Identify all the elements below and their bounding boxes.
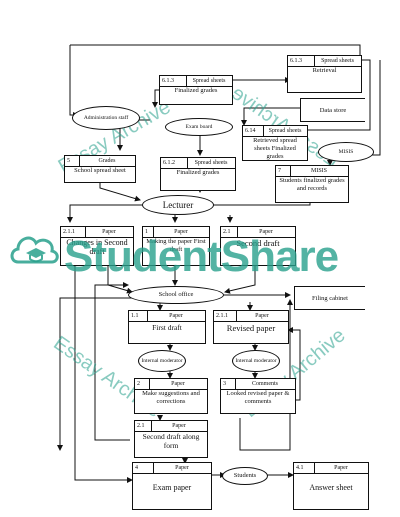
process-kind: Paper bbox=[169, 313, 183, 319]
process-id: 4 bbox=[135, 465, 138, 471]
process-id: 4.1 bbox=[296, 465, 304, 471]
process-6-1-3-finalized-grades: 6.1.3 Spread sheets Finalized grades bbox=[159, 75, 233, 105]
process-id: 2.1 bbox=[223, 229, 231, 235]
process-text: Students finalized grades and records bbox=[279, 177, 345, 192]
school-office-entity: School office bbox=[128, 286, 224, 304]
process-id: 1 bbox=[145, 229, 148, 235]
process-5-grades: 5 Grades School spread sheet bbox=[64, 155, 136, 183]
process-text: Changes in Second draft bbox=[66, 238, 128, 256]
students-entity: Students bbox=[222, 467, 268, 485]
filing-cabinet-store: Filing cabinet bbox=[294, 286, 365, 310]
process-6-1-3-retrieval: 6.1.3 Spread sheets Retrieval bbox=[287, 55, 362, 93]
process-kind: Spread sheets bbox=[192, 78, 226, 84]
administration-staff-entity: Administration staff bbox=[72, 106, 140, 130]
process-kind: Paper bbox=[102, 229, 116, 235]
process-text: Second draft bbox=[236, 238, 280, 248]
process-kind: Spread sheets bbox=[321, 58, 354, 64]
process-id: 7 bbox=[278, 168, 281, 174]
process-2-1-1-revised-paper: 2.1.1 Paper Revised paper bbox=[213, 310, 289, 344]
process-1-1-first-draft: 1.1 Paper First draft bbox=[128, 310, 206, 344]
process-id: 1.1 bbox=[131, 313, 139, 319]
process-text: Answer sheet bbox=[309, 483, 353, 492]
process-text: Retrieval bbox=[312, 67, 337, 74]
process-text: Make suggestions and corrections bbox=[142, 390, 200, 405]
internal-moderator-entity-2: Internal moderator bbox=[232, 350, 280, 372]
process-kind: Comments bbox=[251, 381, 278, 387]
process-6-14-retrieved: 6.14 Spread sheets Retrieved spread sheet… bbox=[242, 125, 308, 161]
process-kind: Spread sheets bbox=[194, 160, 228, 166]
process-id: 3 bbox=[223, 381, 226, 387]
process-text: Revised paper bbox=[226, 323, 276, 333]
process-id: 5 bbox=[67, 158, 70, 164]
process-kind: Paper bbox=[255, 313, 269, 319]
process-2-1-1-changes: 2.1.1 Paper Changes in Second draft bbox=[60, 226, 134, 266]
misis-entity: MISIS bbox=[318, 142, 374, 162]
process-id: 2.1.1 bbox=[216, 313, 228, 319]
internal-moderator-entity-1: Internal moderator bbox=[138, 350, 186, 372]
process-2-suggestions: 2 Paper Make suggestions and corrections bbox=[134, 378, 208, 414]
lecturer-entity: Lecturer bbox=[142, 195, 214, 215]
process-id: 6.1.2 bbox=[163, 160, 175, 166]
studentshare-watermark: StudentShare bbox=[64, 232, 339, 281]
process-kind: Grades bbox=[98, 158, 116, 164]
process-text: Finalized grades bbox=[176, 169, 220, 176]
flow-arrows bbox=[57, 44, 381, 483]
process-4-exam-paper: 4 Paper Exam paper bbox=[132, 462, 212, 510]
process-id: 2.1 bbox=[137, 423, 145, 429]
process-text: Looked revised paper & comments bbox=[226, 390, 290, 405]
process-id: 2 bbox=[137, 381, 140, 387]
process-2-1-second-draft-form: 2.1 Paper Second draft along form bbox=[134, 420, 208, 458]
process-1-making-paper: 1 Paper Making the paper First draft bbox=[142, 226, 210, 266]
process-4-1-answer-sheet: 4.1 Paper Answer sheet bbox=[293, 462, 369, 510]
process-text: Second draft along form bbox=[142, 432, 200, 450]
process-3-comments: 3 Comments Looked revised paper & comment… bbox=[220, 378, 296, 414]
process-text: School spread sheet bbox=[74, 167, 126, 174]
process-text: First draft bbox=[152, 323, 182, 332]
process-kind: Spread sheets bbox=[268, 128, 302, 134]
process-kind: Paper bbox=[334, 465, 348, 471]
process-kind: Paper bbox=[259, 229, 273, 235]
process-text: Finalized grades bbox=[174, 87, 218, 94]
process-kind: Paper bbox=[171, 381, 185, 387]
process-id: 6.14 bbox=[245, 128, 256, 134]
process-2-1-second-draft: 2.1 Paper Second draft bbox=[220, 226, 296, 266]
process-id: 6.1.3 bbox=[162, 78, 174, 84]
exam-board-entity: Exam board bbox=[165, 118, 233, 136]
process-7-misis: 7 MISIS Students finalized grades and rec… bbox=[275, 165, 349, 203]
data-store: Data store bbox=[300, 98, 365, 122]
process-id: 2.1.1 bbox=[63, 229, 75, 235]
process-text: Exam paper bbox=[152, 483, 192, 492]
process-kind: Paper bbox=[175, 465, 189, 471]
process-text: Retrieved spread sheets Finalized grades bbox=[253, 137, 297, 160]
process-kind: MISIS bbox=[310, 168, 327, 174]
process-id: 6.1.3 bbox=[290, 58, 302, 64]
process-kind: Paper bbox=[174, 229, 188, 235]
process-text: Making the paper First draft bbox=[146, 238, 206, 253]
studentshare-logo-icon bbox=[10, 236, 59, 264]
process-6-1-2-finalized-grades: 6.1.2 Spread sheets Finalized grades bbox=[160, 157, 236, 191]
process-kind: Paper bbox=[172, 423, 186, 429]
